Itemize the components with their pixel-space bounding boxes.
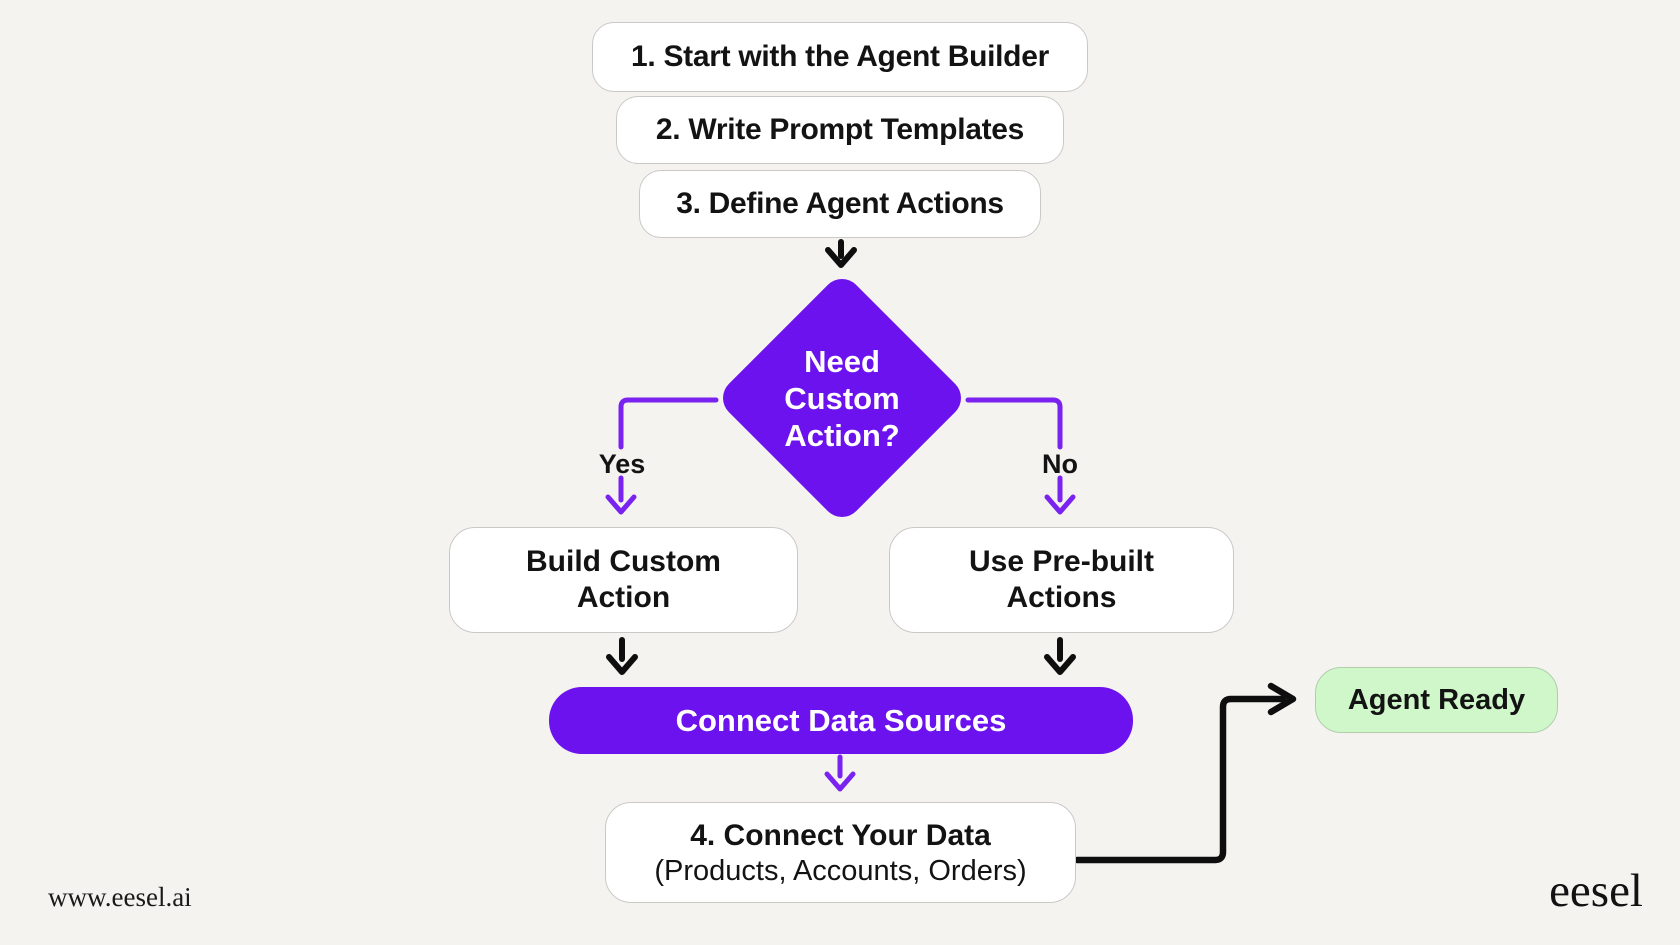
node-write-prompt-templates: 2. Write Prompt Templates [616, 96, 1064, 164]
node-use-prebuilt-actions: Use Pre-built Actions [889, 527, 1234, 633]
arrow-no-head [1044, 494, 1076, 515]
node-write-prompt-templates-label: 2. Write Prompt Templates [655, 113, 1025, 146]
node-agent-ready-label: Agent Ready [1347, 683, 1526, 716]
connector-yes-branch [618, 397, 719, 450]
arrow-yes-head [605, 494, 637, 515]
build-custom-line2: Action [576, 581, 671, 614]
arrow-prebuilt-to-bar-head [1044, 654, 1076, 675]
node-build-custom-action-label: Build Custom Action [526, 544, 721, 616]
arrow-build-to-bar-head [606, 654, 638, 675]
node-start-agent-builder-label: 1. Start with the Agent Builder [631, 40, 1049, 73]
branch-label-yes: Yes [598, 449, 646, 479]
node-connect-your-data-title: 4. Connect Your Data [690, 818, 991, 852]
decision-label-line2: Custom [784, 380, 900, 416]
node-define-agent-actions: 3. Define Agent Actions [639, 170, 1041, 238]
footer-website-url: www.eesel.ai [48, 882, 192, 912]
prebuilt-line1: Use Pre-built [968, 545, 1155, 578]
node-connect-your-data-subtitle: (Products, Accounts, Orders) [654, 854, 1027, 887]
decision-label-line1: Need [804, 343, 880, 379]
prebuilt-line2: Actions [1006, 581, 1117, 614]
node-define-agent-actions-label: 3. Define Agent Actions [676, 187, 1004, 220]
node-connect-data-sources: Connect Data Sources [549, 687, 1133, 754]
arrow-agent-ready-head [1267, 682, 1297, 716]
decision-label: Need Custom Action? [712, 294, 972, 502]
node-connect-data-sources-label: Connect Data Sources [675, 702, 1007, 738]
node-connect-your-data: 4. Connect Your Data (Products, Accounts… [605, 802, 1076, 903]
node-build-custom-action: Build Custom Action [449, 527, 798, 633]
decision-label-line3: Action? [784, 417, 900, 453]
eesel-logo: eesel [1549, 865, 1643, 917]
connector-no-branch [965, 397, 1063, 450]
node-agent-ready: Agent Ready [1315, 667, 1558, 733]
arrow-step3-to-decision-head [825, 247, 857, 268]
node-start-agent-builder: 1. Start with the Agent Builder [592, 22, 1088, 92]
build-custom-line1: Build Custom [526, 545, 721, 578]
node-use-prebuilt-actions-label: Use Pre-built Actions [969, 544, 1154, 616]
decision-need-custom-action: Need Custom Action? [714, 270, 970, 526]
branch-label-no: No [1042, 449, 1078, 479]
arrow-bar-to-step4-head [824, 771, 856, 792]
